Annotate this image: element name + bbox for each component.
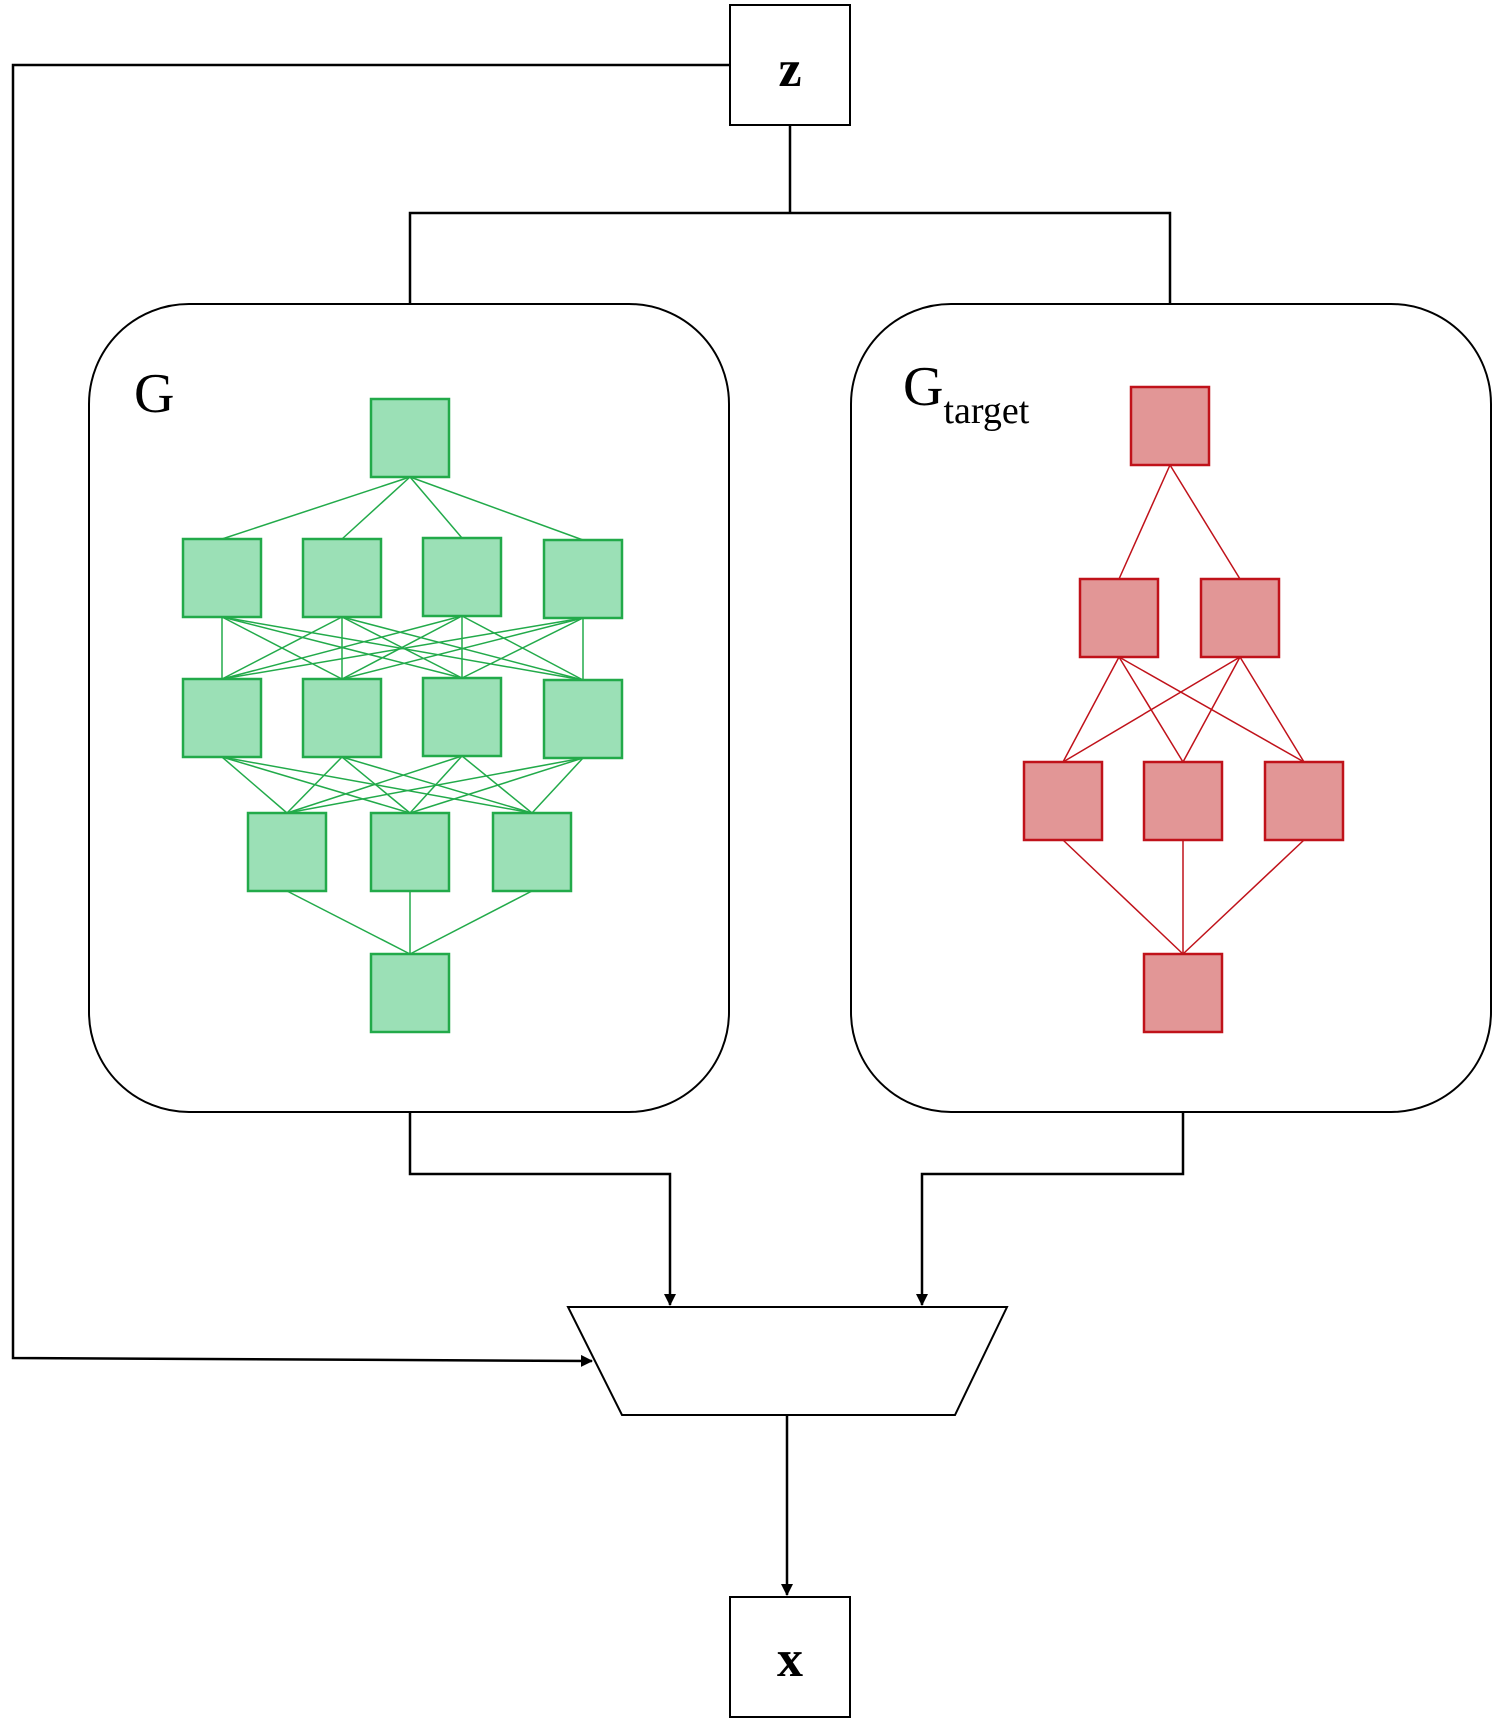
z-skip-arrow [11,63,730,1367]
target-generator-edge [1118,464,1171,580]
output-node-label: x [777,1631,803,1688]
generator-edge [221,617,584,680]
target-generator-node [1263,760,1345,842]
generator-edge [409,757,584,814]
generator-panel: G [88,303,730,1113]
generator-node [421,676,503,758]
generator-edge [221,756,411,814]
generator-edge [221,616,343,680]
target-generator-edge [1062,656,1241,763]
target-generator-node [1142,760,1224,842]
target-generator-node [1022,760,1104,842]
generator-edge [221,476,411,540]
generator-node [301,537,383,619]
target-generator-node [1199,577,1281,659]
generator-edge [409,476,584,541]
generator-edge [341,476,411,540]
generator-edge [286,890,411,955]
target-generator-edge [1182,839,1305,955]
target-generator-label: Gtarget [903,356,1030,432]
generator-edge [341,615,463,680]
generator-label: G [134,363,174,425]
generator-edge [531,757,584,814]
generator-node [542,538,624,620]
generator-edge [221,615,463,680]
target-generator-node [1078,577,1160,659]
target-generator-network [1022,385,1345,1034]
generator-edge [341,617,584,680]
target-generator-label-subscript: target [943,390,1029,432]
target-generator-panel: Gtarget [850,303,1492,1113]
generator-edge [221,756,288,814]
target-generator-edge [1062,656,1120,763]
target-generator-edge [1169,464,1241,580]
generator-node [301,677,383,759]
mixer-block [566,1306,1009,1416]
generator-edge [409,890,533,955]
generator-network [181,397,624,1034]
generator-edge [286,756,343,814]
generator-edge [461,617,584,679]
generator-node [542,678,624,760]
generator-node [369,397,451,479]
input-node-label: z [778,41,801,98]
generator-edge [461,755,533,814]
generator-edge [409,476,463,539]
generator-node [369,811,451,893]
target-generator-node [1129,385,1211,467]
generator-node [421,536,503,618]
output-node: x [729,1596,851,1718]
generator-edge [286,755,463,814]
generator-edge [286,757,584,814]
target-generator-label-main: G [903,356,943,418]
target-generator-edge [1182,656,1241,763]
generator-node [369,952,451,1034]
target-generator-edge [1062,839,1184,955]
generator-edge [409,755,463,814]
generator-node [491,811,573,893]
target-generator-node [1142,952,1224,1034]
generator-node [181,677,263,759]
target-generator-edge [1239,656,1305,763]
generator-node [181,537,263,619]
generator-node [246,811,328,893]
generator-edge [341,756,411,814]
input-node: z [729,4,851,126]
